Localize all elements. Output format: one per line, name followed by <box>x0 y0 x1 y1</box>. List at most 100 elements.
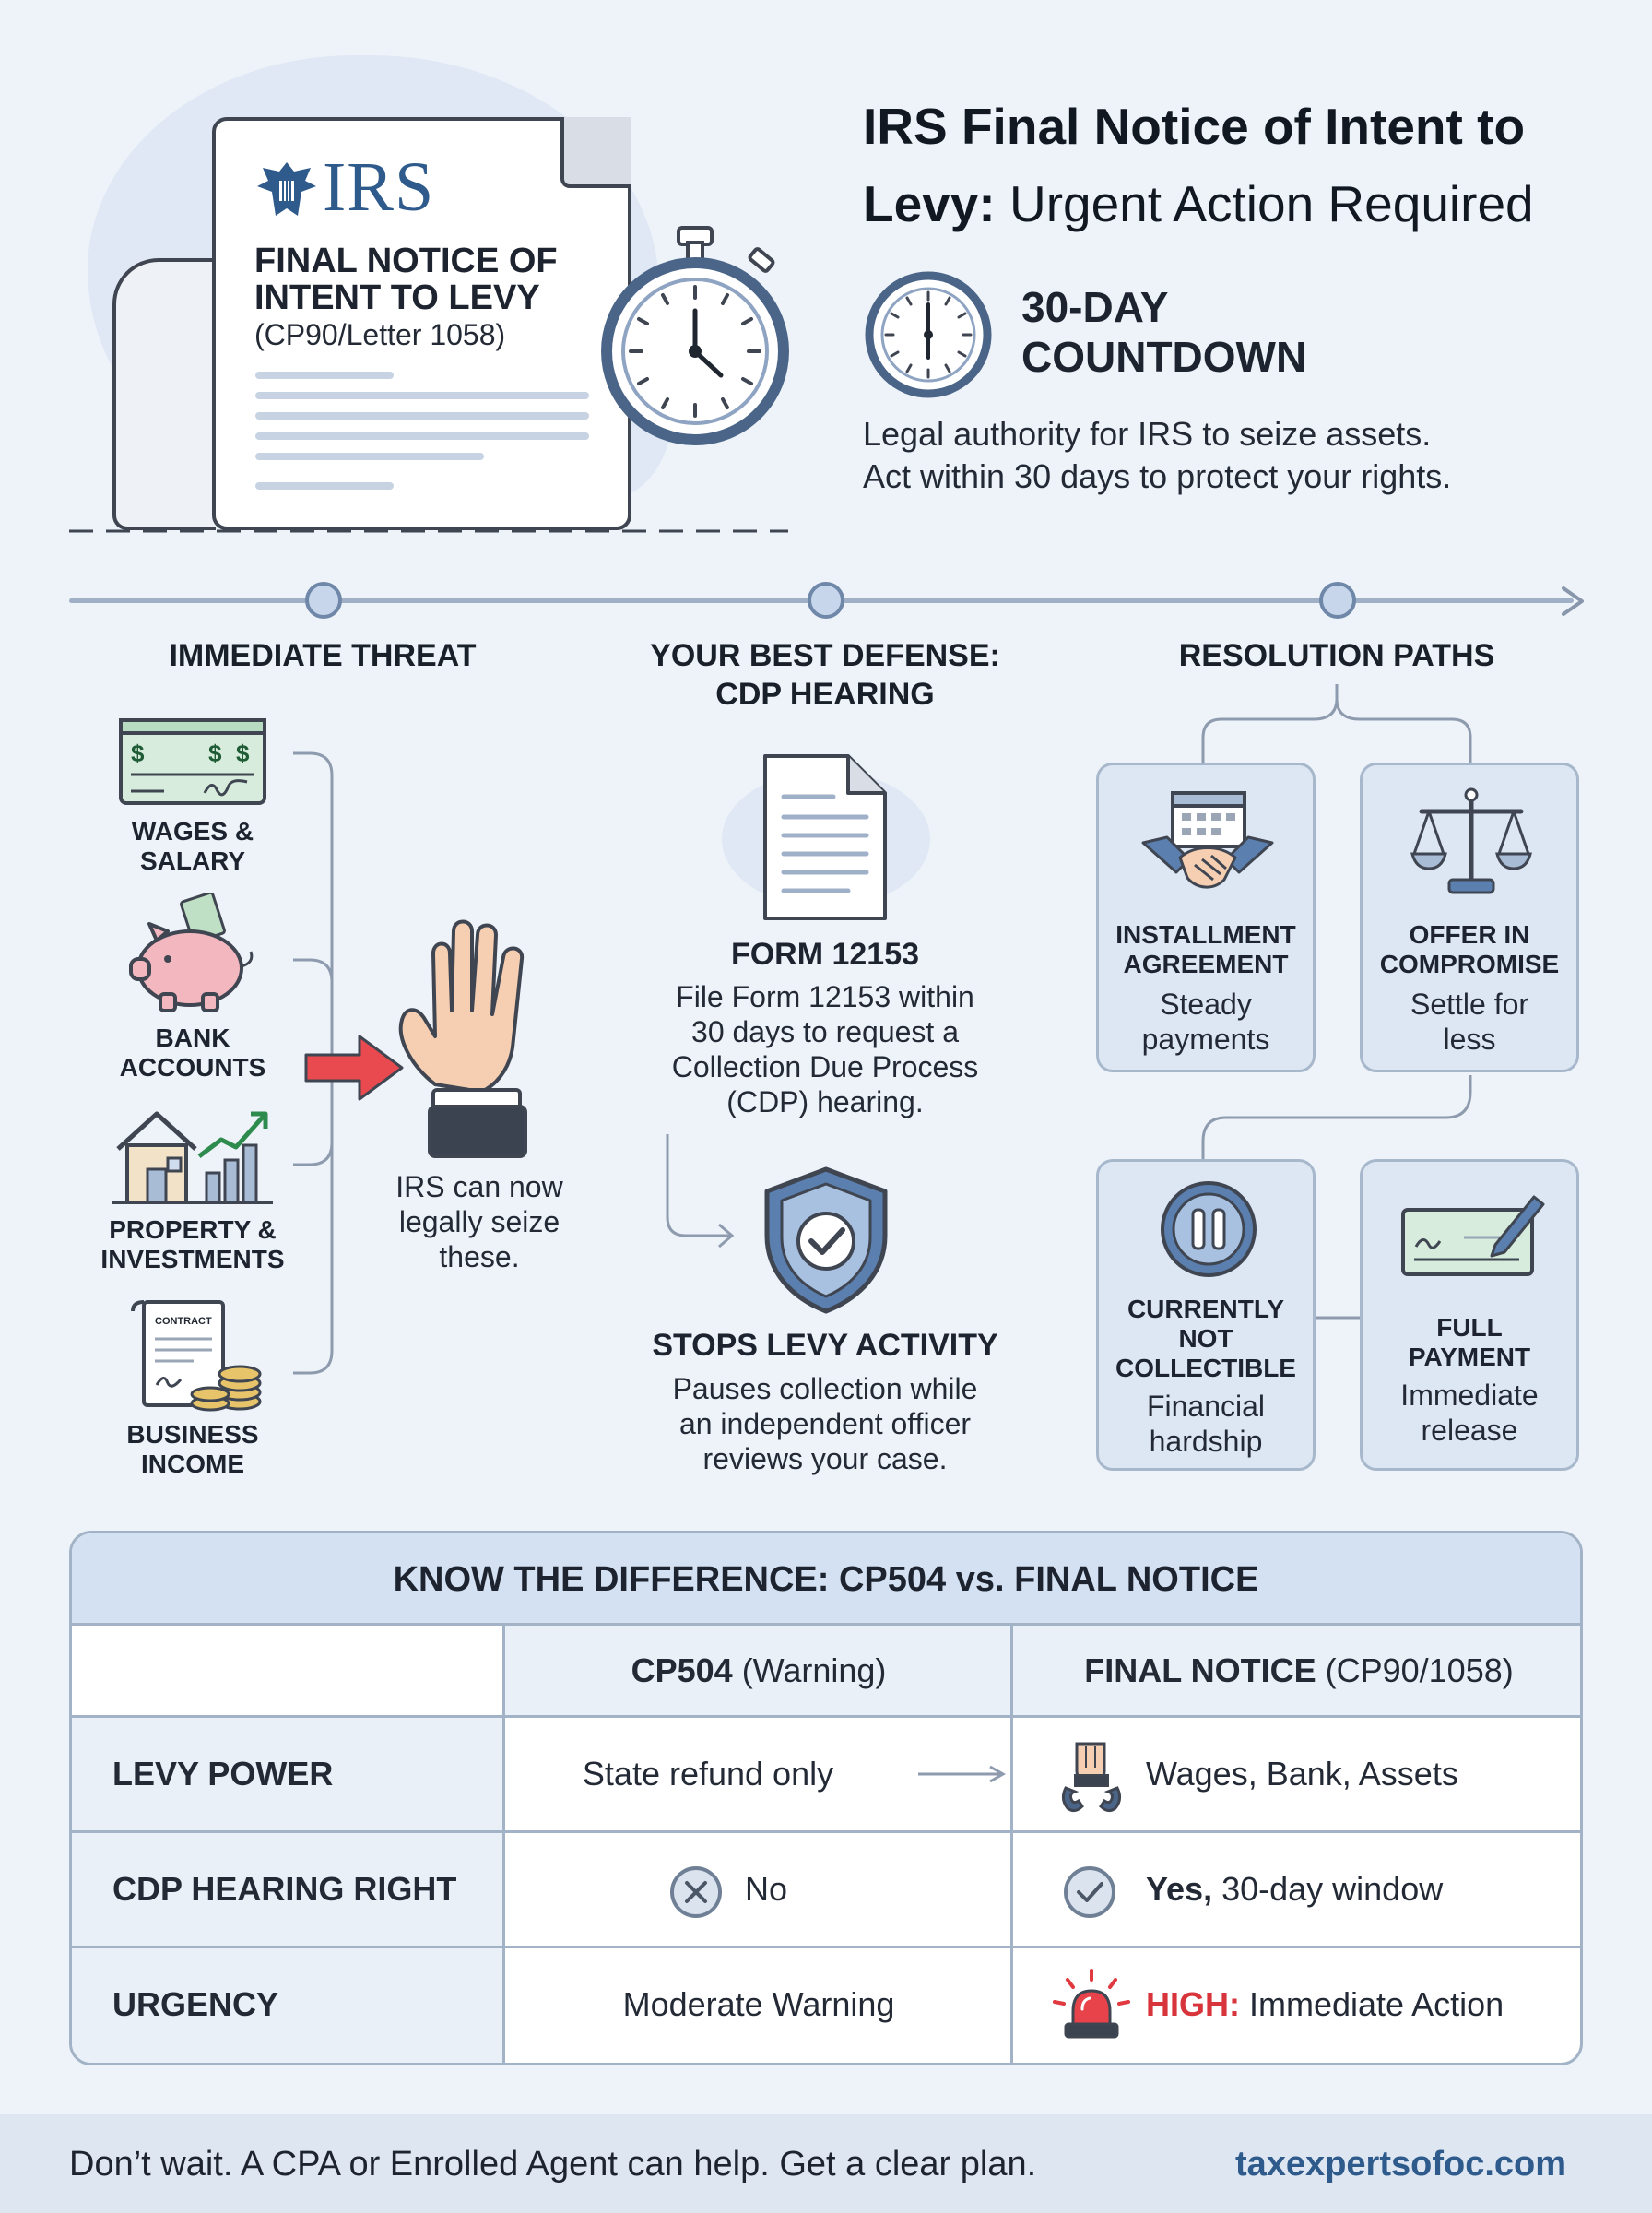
column-header-cp504: CP504 (Warning) <box>505 1651 1012 1690</box>
final-value: Wages, Bank, Assets <box>1146 1755 1458 1793</box>
defense-heading-line1: YOUR BEST DEFENSE: <box>650 638 1000 673</box>
threat-label-line: INVESTMENTS <box>100 1245 285 1273</box>
svg-text:$: $ <box>236 740 250 767</box>
cp504-value: Moderate Warning <box>622 1985 895 2023</box>
timeline-dot-resolution <box>1319 582 1356 619</box>
handshake-calendar-icon <box>1141 791 1274 889</box>
scales-icon <box>1410 787 1532 894</box>
irs-eagle-icon <box>257 162 316 216</box>
resolution-card-installment: INSTALLMENT AGREEMENT Steady payments <box>1096 763 1316 1072</box>
resolution-card-full-payment: FULL PAYMENT Immediate release <box>1360 1159 1579 1471</box>
document-line <box>255 392 589 399</box>
threat-label-line: BANK <box>155 1024 230 1052</box>
form-description: File Form 12153 within 30 days to reques… <box>622 979 1028 1119</box>
defense-heading: YOUR BEST DEFENSE: CDP HEARING <box>590 636 1060 714</box>
house-chart-icon <box>112 1111 273 1204</box>
countdown-clock-icon <box>865 271 992 398</box>
card-title-line: COMPROMISE <box>1379 950 1560 978</box>
urgency-high-label: HIGH: <box>1146 1985 1240 2023</box>
seize-caption-line: these. <box>439 1240 520 1273</box>
threat-label-line: WAGES & <box>131 817 254 846</box>
seize-caption-line: IRS can now <box>395 1170 563 1203</box>
resolution-card-cnc: CURRENTLY NOT COLLECTIBLE Financial hard… <box>1096 1159 1316 1471</box>
stops-description-line: an independent officer <box>678 1407 972 1440</box>
subtitle-line1: Legal authority for IRS to seize assets. <box>863 415 1432 453</box>
document-line <box>255 432 589 440</box>
form-title: FORM 12153 <box>730 937 920 972</box>
card-subtitle: Financial hardship <box>1099 1389 1313 1459</box>
card-title-line: NOT <box>1178 1324 1233 1353</box>
svg-text:$: $ <box>208 740 222 767</box>
form-description-line: File Form 12153 within <box>676 980 974 1013</box>
dashed-baseline <box>69 529 788 533</box>
card-title-line: COLLECTIBLE <box>1115 1354 1296 1382</box>
table-row: LEVY POWER State refund only Wages, Bank… <box>72 1718 1580 1833</box>
card-subtitle: Settle for less <box>1363 987 1576 1057</box>
contract-coins-icon: CONTRACT <box>131 1300 262 1412</box>
svg-text:$: $ <box>131 740 145 767</box>
shield-check-icon <box>764 1166 888 1314</box>
card-subtitle: Immediate release <box>1363 1378 1576 1448</box>
compare-arrow-icon <box>918 1765 1007 1783</box>
card-title-line: OFFER IN <box>1409 920 1530 949</box>
table-divider <box>502 1626 505 2063</box>
timeline-dot-defense <box>808 582 844 619</box>
seize-caption-line: legally seize <box>398 1205 560 1238</box>
form-description-line: Collection Due Process <box>671 1050 979 1083</box>
card-title-line: FULL <box>1436 1313 1503 1342</box>
notice-scroll <box>112 258 216 530</box>
timeline-dot-threat <box>305 582 342 619</box>
table-row: URGENCY Moderate Warning HIGH: Immediate… <box>72 1948 1580 2063</box>
document-fold <box>560 117 631 188</box>
title-line2: Levy: Urgent Action Required <box>863 165 1600 243</box>
card-subtitle-line: release <box>1421 1414 1518 1447</box>
card-subtitle-line: hardship <box>1149 1425 1263 1458</box>
countdown-line1: 30-DAY <box>1021 283 1169 331</box>
card-title-line: CURRENTLY <box>1127 1295 1285 1323</box>
stop-hand-icon <box>398 919 527 1158</box>
resolution-connector <box>1201 1075 1472 1162</box>
comparison-table: KNOW THE DIFFERENCE: CP504 vs. FINAL NOT… <box>69 1531 1583 2065</box>
table-title-bar: KNOW THE DIFFERENCE: CP504 vs. FINAL NOT… <box>72 1533 1580 1626</box>
title-regular-part: Urgent Action Required <box>995 175 1534 232</box>
document-line <box>255 412 589 420</box>
card-title-line: PAYMENT <box>1408 1343 1531 1371</box>
document-line <box>255 372 394 379</box>
subtitle-line2: Act within 30 days to protect your right… <box>863 457 1452 495</box>
check-circle-icon <box>1064 1866 1115 1918</box>
timeline-arrow-icon <box>1562 586 1584 616</box>
page-title: IRS Final Notice of Intent to Levy: Urge… <box>863 88 1600 243</box>
final-value-rest: Immediate Action <box>1240 1985 1504 2023</box>
stops-title: STOPS LEVY ACTIVITY <box>652 1328 998 1363</box>
seize-hand-icon <box>1061 1742 1122 1813</box>
pause-icon <box>1161 1181 1257 1277</box>
stops-description: Pauses collection while an independent o… <box>622 1371 1028 1476</box>
card-subtitle-line: Immediate <box>1400 1379 1539 1412</box>
footer-website-link[interactable]: taxexpertsofoc.com <box>1235 2145 1567 2183</box>
card-subtitle-line: payments <box>1141 1023 1270 1056</box>
notice-title-line2: INTENT TO LEVY <box>254 278 540 317</box>
table-header-cell-cp504 <box>505 1626 1012 1715</box>
alarm-siren-icon <box>1053 1969 1130 2039</box>
card-subtitle-line: Settle for <box>1410 988 1529 1021</box>
row-label-cell <box>72 1948 505 2063</box>
row-label: LEVY POWER <box>112 1755 334 1793</box>
threat-label-line: ACCOUNTS <box>119 1053 266 1082</box>
threat-label-business: BUSINESS INCOME <box>91 1420 294 1479</box>
table-header-cell-final <box>1012 1626 1580 1715</box>
cp504-value: No <box>745 1870 788 1908</box>
seize-caption: IRS can now legally seize these. <box>295 1169 664 1274</box>
footer-bar: Don’t wait. A CPA or Enrolled Agent can … <box>0 2114 1652 2213</box>
threat-label-wages: WAGES & SALARY <box>91 817 294 876</box>
card-subtitle-line: less <box>1443 1023 1496 1056</box>
form-document-icon <box>763 754 887 920</box>
red-arrow-icon <box>304 1035 404 1101</box>
connector-arrow-icon <box>666 1134 735 1249</box>
row-label: CDP HEARING RIGHT <box>112 1870 457 1908</box>
threat-label-line: PROPERTY & <box>109 1215 277 1244</box>
card-subtitle: Steady payments <box>1099 987 1313 1057</box>
threat-label-line: BUSINESS <box>126 1420 259 1449</box>
final-value-bold: Yes, <box>1146 1870 1213 1908</box>
contract-label-text: CONTRACT <box>155 1316 212 1327</box>
resolution-link-line <box>1316 1316 1361 1320</box>
